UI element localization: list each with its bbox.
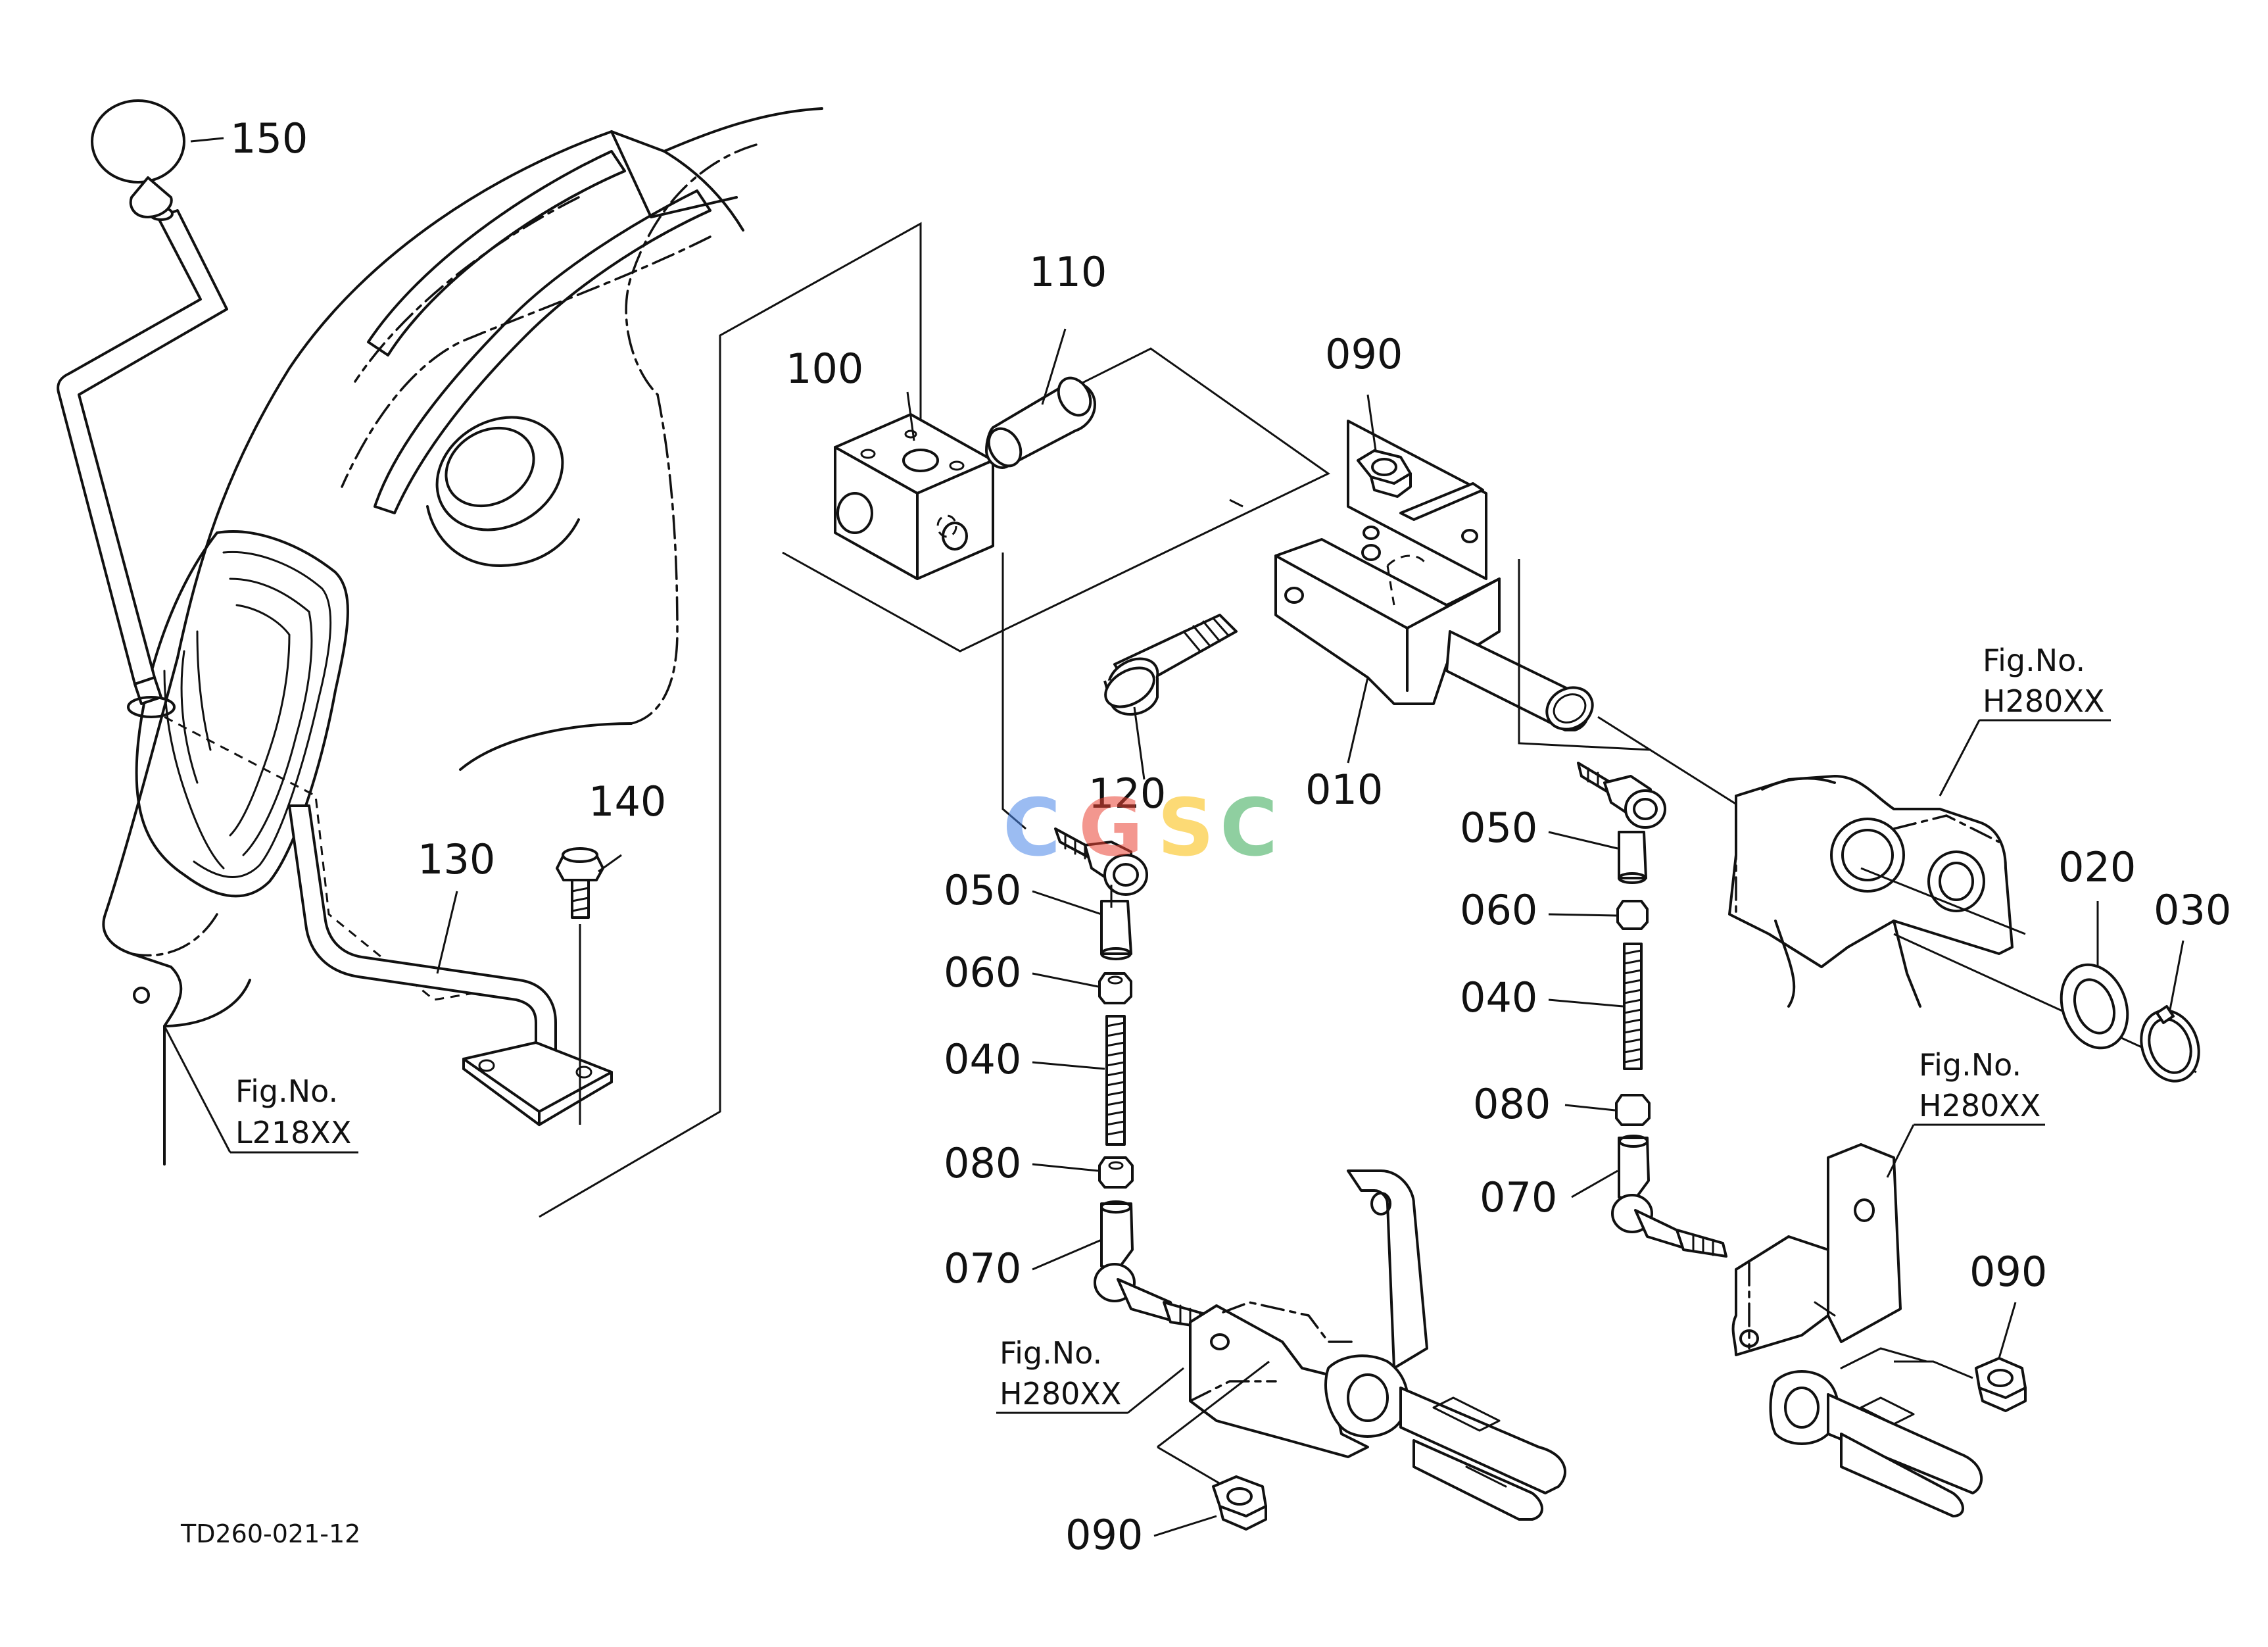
fig-ref-bottom-center-line1: Fig.No.	[1000, 1335, 1102, 1371]
fig-ref-left-line1: Fig.No.	[235, 1073, 338, 1109]
lift-bracket-upper	[1728, 775, 2026, 1008]
pin-110	[985, 376, 1096, 469]
callout-080-left: 080	[944, 1139, 1021, 1187]
fig-ref-mid-right-line1: Fig.No.	[1919, 1047, 2021, 1083]
fender-housing	[102, 107, 823, 1166]
bracket-010	[1274, 420, 1594, 731]
leader-lines	[163, 137, 2184, 1537]
washer-020	[2060, 963, 2129, 1050]
fig-ref-top-right-line1: Fig.No.	[1983, 643, 2085, 678]
callout-150: 150	[230, 114, 308, 162]
callout-020: 020	[2058, 843, 2136, 891]
link-rod	[164, 716, 613, 1126]
lever-boot	[135, 530, 349, 898]
callout-070-left: 070	[944, 1244, 1021, 1292]
stud-040-left	[1105, 1015, 1126, 1146]
callout-110: 110	[1029, 248, 1107, 296]
lift-arm-left	[1189, 1169, 1566, 1521]
callout-050-right: 050	[1460, 804, 1537, 852]
callout-060-left: 060	[944, 948, 1021, 996]
watermark-letter-s: S	[1157, 783, 1214, 874]
stud-040-right	[1623, 943, 1643, 1070]
nut-090-right	[1975, 1357, 2027, 1412]
ball-joint-070-right	[1611, 1135, 1727, 1258]
ball-joint-050-right	[1577, 762, 1666, 884]
lift-arm-right	[1731, 1143, 1983, 1517]
drawing-code: TD260-021-12	[180, 1519, 360, 1548]
callout-120: 120	[1088, 770, 1166, 818]
callout-140: 140	[589, 777, 666, 825]
fig-ref-left: Fig.No. L218XX	[235, 1073, 351, 1150]
callout-050-left: 050	[944, 866, 1021, 914]
callout-040-left: 040	[944, 1035, 1021, 1083]
snap-ring-030	[2140, 1005, 2200, 1083]
watermark-letter-c1: C	[1003, 783, 1061, 874]
lever-knob	[91, 99, 185, 218]
fig-ref-mid-right: Fig.No. H280XX	[1919, 1047, 2040, 1123]
callout-060-right: 060	[1460, 886, 1537, 934]
nut-090-bottom	[1212, 1475, 1267, 1531]
callout-030: 030	[2154, 886, 2231, 934]
fig-ref-top-right: Fig.No. H280XX	[1983, 643, 2104, 719]
nut-090-top	[1357, 449, 1412, 498]
fig-ref-bottom-center-line2: H280XX	[1000, 1376, 1121, 1412]
watermark-letter-g: G	[1078, 783, 1144, 874]
watermark-letter-c2: C	[1220, 783, 1278, 874]
bolt-120	[1103, 614, 1238, 716]
fig-ref-bottom-center: Fig.No. H280XX	[1000, 1335, 1121, 1412]
callout-090-bottom: 090	[1065, 1511, 1143, 1559]
callout-010: 010	[1305, 766, 1383, 814]
callout-130: 130	[418, 835, 495, 883]
callout-070-right: 070	[1480, 1173, 1557, 1221]
shift-lever	[57, 207, 228, 718]
nut-080-left	[1098, 1156, 1134, 1189]
callout-100: 100	[786, 345, 863, 393]
fig-ref-mid-right-line2: H280XX	[1919, 1088, 2040, 1123]
nut-060-left	[1098, 972, 1132, 1004]
ball-joint-070-left	[1094, 1200, 1215, 1330]
callout-labels: 150 110 100 090 140 130 120 010 050 060 …	[230, 114, 2231, 1559]
callout-090-right: 090	[1969, 1248, 2047, 1296]
fig-ref-left-line2: L218XX	[235, 1115, 351, 1150]
watermark-logo: C G S C	[1003, 783, 1278, 874]
ball-joint-050-left	[1054, 827, 1148, 960]
callout-080-right: 080	[1473, 1080, 1551, 1128]
callout-040-right: 040	[1460, 973, 1537, 1021]
fig-ref-top-right-line2: H280XX	[1983, 683, 2104, 719]
bolt-140	[556, 847, 604, 1125]
block-100	[834, 413, 994, 580]
nut-080-right	[1615, 1094, 1651, 1126]
callout-090-top: 090	[1325, 330, 1403, 378]
nut-060-right	[1616, 900, 1649, 930]
